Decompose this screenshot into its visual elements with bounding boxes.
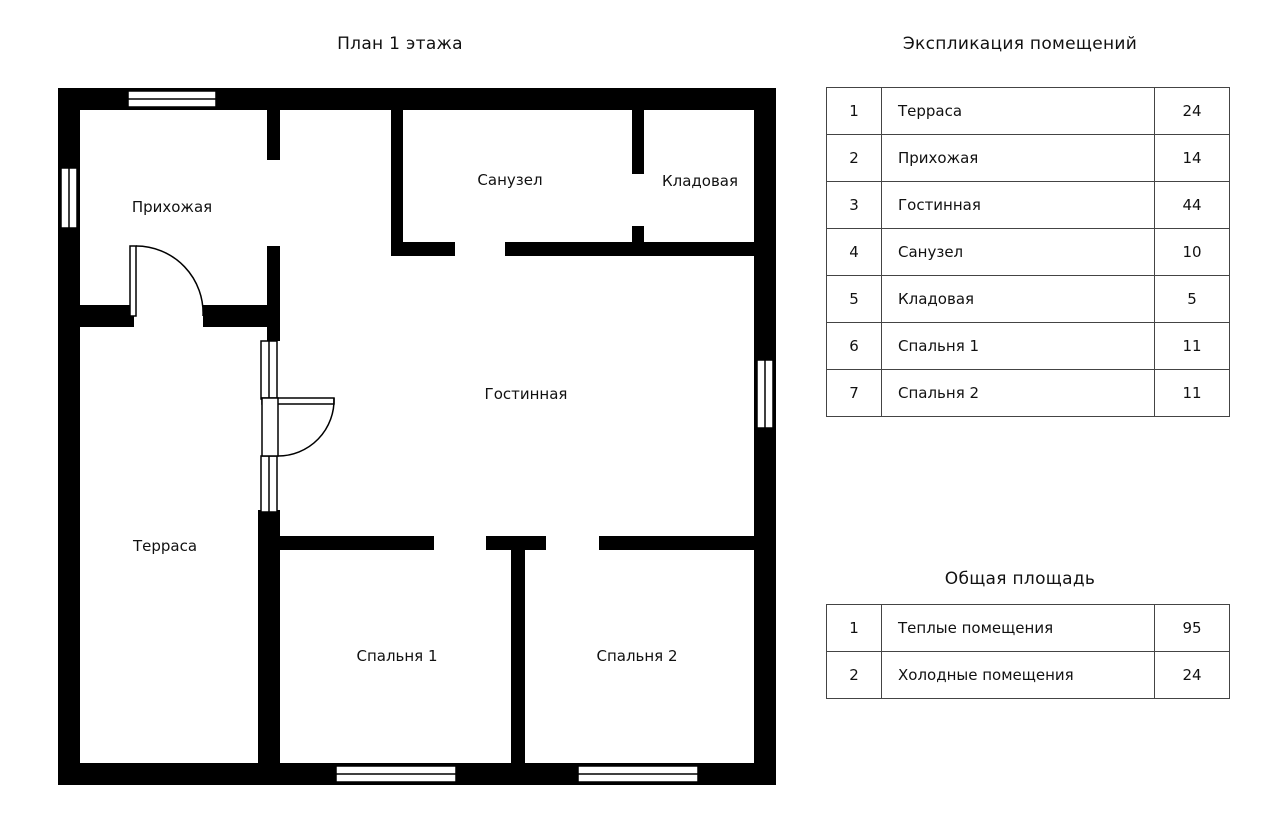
room-label-living: Гостинная (485, 385, 568, 403)
wall-storage-top (632, 110, 644, 174)
room-area: 5 (1154, 275, 1230, 323)
wall-storage-low (632, 226, 644, 244)
wall-bath-bottom-right (505, 242, 754, 256)
walls (58, 88, 776, 785)
room-name: Терраса (881, 87, 1155, 135)
room-label-terrace: Терраса (132, 537, 197, 555)
room-label-storage: Кладовая (662, 172, 738, 190)
room-label-bathroom: Санузел (477, 171, 542, 189)
door-hallway-leaf (129, 245, 137, 317)
row-number: 2 (826, 651, 882, 699)
wall-left (58, 88, 80, 785)
door-hallway-swing (135, 245, 204, 317)
wall-bed-top-1 (280, 536, 434, 550)
wall-hall-bottom-right (203, 305, 280, 327)
wall-bath-bottom-left (391, 242, 455, 256)
room-label-hallway: Прихожая (132, 198, 212, 216)
room-area: 11 (1154, 322, 1230, 370)
room-name: Теплые помещения (881, 604, 1155, 652)
wall-hall-bottom-left (58, 305, 134, 327)
room-area: 24 (1154, 87, 1230, 135)
room-label-bedroom1: Спальня 1 (356, 647, 437, 665)
room-name: Холодные помещения (881, 651, 1155, 699)
explication-title: Экспликация помещений (902, 34, 1138, 54)
windows (60, 90, 774, 783)
room-area: 10 (1154, 228, 1230, 276)
row-number: 2 (826, 134, 882, 182)
room-area: 24 (1154, 651, 1230, 699)
room-name: Спальня 1 (881, 322, 1155, 370)
row-number: 3 (826, 181, 882, 229)
plan-title: План 1 этажа (337, 34, 463, 54)
wall-hall-right-mid (267, 246, 280, 341)
room-area: 14 (1154, 134, 1230, 182)
wall-hall-right-top (267, 110, 280, 160)
room-name: Спальня 2 (881, 369, 1155, 417)
total-area-title: Общая площадь (944, 569, 1096, 589)
wall-right (754, 88, 776, 785)
row-number: 4 (826, 228, 882, 276)
wall-bed-divider (511, 536, 525, 763)
row-number: 5 (826, 275, 882, 323)
room-area: 11 (1154, 369, 1230, 417)
wall-bed-top-3 (599, 536, 754, 550)
room-area: 95 (1154, 604, 1230, 652)
room-area: 44 (1154, 181, 1230, 229)
room-name: Кладовая (881, 275, 1155, 323)
room-labels: Прихожая Санузел Кладовая Гостинная Терр… (132, 171, 738, 665)
row-number: 1 (826, 604, 882, 652)
room-name: Санузел (881, 228, 1155, 276)
row-number: 1 (826, 87, 882, 135)
floor-plan: Прихожая Санузел Кладовая Гостинная Терр… (58, 88, 776, 785)
room-name: Гостинная (881, 181, 1155, 229)
room-name: Прихожая (881, 134, 1155, 182)
row-number: 6 (826, 322, 882, 370)
wall-top (58, 88, 776, 110)
wall-terrace-right-low (258, 510, 280, 763)
room-label-bedroom2: Спальня 2 (596, 647, 677, 665)
doors (129, 245, 335, 457)
row-number: 7 (826, 369, 882, 417)
wall-bath-left (391, 110, 403, 256)
door-terrace-swing (277, 397, 335, 457)
